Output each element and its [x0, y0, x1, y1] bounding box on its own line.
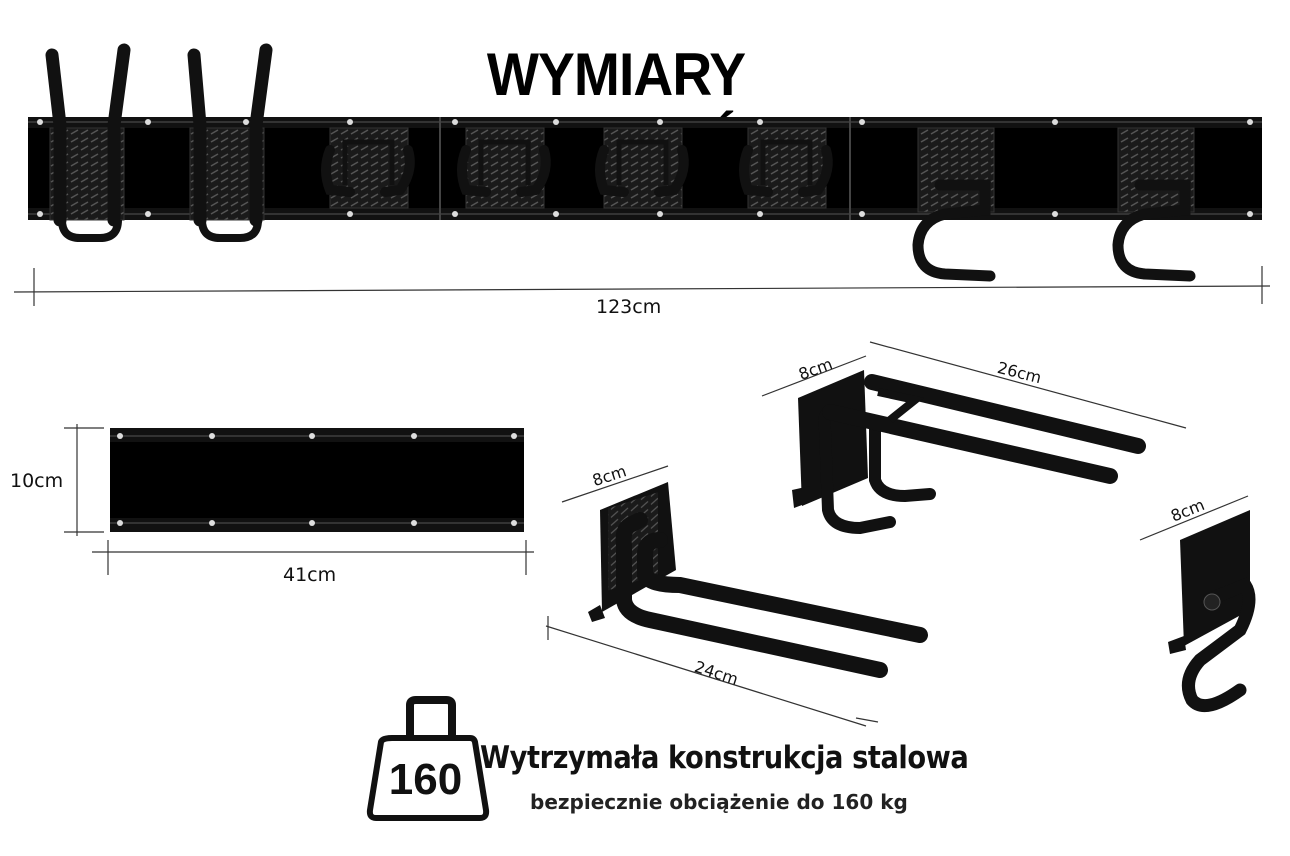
s-hook-rail-1 — [912, 127, 996, 282]
dimension-line-total — [13, 266, 1271, 306]
u-hook-2 — [457, 127, 551, 209]
dimension-line-26 — [869, 341, 1187, 429]
dimension-line-24 — [545, 616, 879, 727]
label-total-length: 123cm — [596, 296, 662, 318]
u-hook-4 — [739, 127, 833, 209]
single-rail — [110, 428, 524, 532]
s-hook-rail-2 — [1112, 127, 1196, 282]
double-prong-hook-1 — [45, 43, 131, 242]
u-hook-3 — [595, 127, 689, 209]
dimension-line-8c — [1139, 495, 1249, 541]
weight-value: 160 — [388, 755, 463, 804]
dimension-line-height — [64, 424, 104, 536]
label-rail-length: 41cm — [283, 564, 337, 586]
label-rail-height: 10cm — [10, 470, 64, 492]
double-prong-hook-2 — [187, 43, 273, 242]
s-hook-single — [1168, 510, 1256, 713]
u-hook-1 — [321, 127, 415, 209]
long-hook-24 — [588, 482, 928, 678]
dimension-line-8a — [561, 465, 669, 503]
dimension-line-8b — [761, 355, 867, 397]
long-hook-26 — [792, 370, 1146, 535]
dimension-line-rail-length — [92, 540, 534, 575]
weight-icon — [366, 696, 490, 821]
load-headline: Wytrzymała konstrukcja stalowa — [480, 740, 969, 776]
load-subline: bezpiecznie obciążenie do 160 kg — [530, 790, 908, 814]
